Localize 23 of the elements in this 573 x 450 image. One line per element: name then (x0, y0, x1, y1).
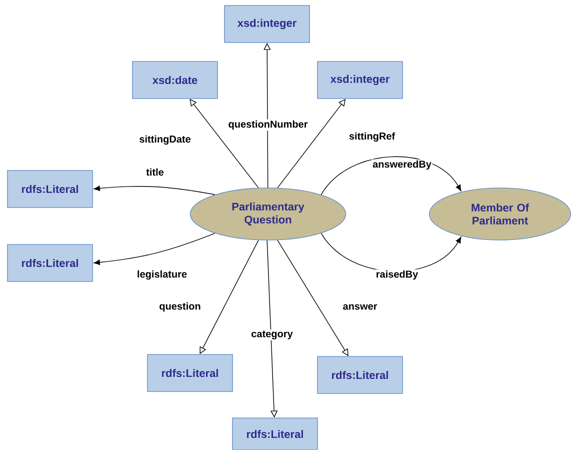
ellipse-node: Member Of Parliament (428, 188, 572, 240)
edge-label: answeredBy (372, 159, 432, 171)
literal-box: rdfs:Literal (147, 354, 233, 392)
literal-box: rdfs:Literal (317, 356, 403, 394)
literal-box: rdfs:Literal (7, 170, 93, 208)
arrow (320, 156, 462, 195)
ellipse-node: Parliamentary Question (190, 188, 346, 240)
edge-label: raisedBy (374, 269, 420, 281)
literal-box: rdfs:Literal (232, 418, 318, 450)
arrow (94, 233, 216, 266)
arrow (94, 186, 216, 195)
edge-label: title (145, 167, 165, 177)
literal-box: xsd:integer (224, 5, 310, 43)
edge-label: legislature (136, 269, 188, 281)
edge-label: question (158, 301, 202, 313)
edge-label: category (250, 330, 294, 340)
edge-label: questionNumber (227, 119, 309, 131)
edge-label: sittingRef (348, 131, 396, 143)
literal-box: xsd:date (132, 61, 218, 99)
literal-box: xsd:integer (317, 61, 403, 99)
edge-label: sittingDate (138, 134, 192, 146)
literal-box: rdfs:Literal (7, 244, 93, 282)
edge-label: answer (342, 303, 378, 311)
